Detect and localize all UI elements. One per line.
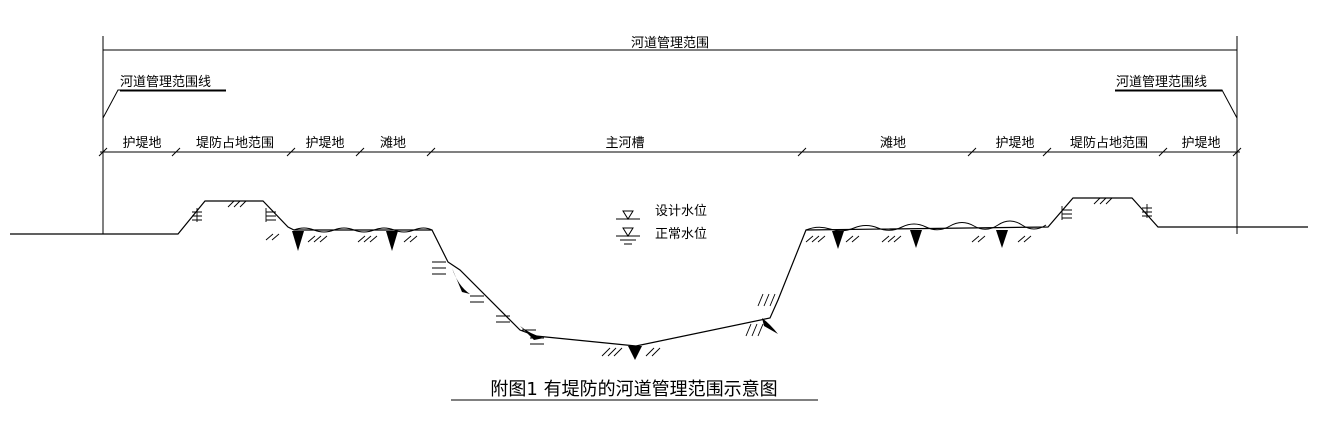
caption-text: 附图1 有堤防的河道管理范围示意图 xyxy=(490,379,777,400)
zone-label-left-berm-inner: 护堤地 xyxy=(305,136,344,151)
water-level-design: 设计水位 xyxy=(616,204,707,220)
water-level-normal: 正常水位 xyxy=(616,227,707,245)
boundary-right-label: 河道管理范围线 xyxy=(1116,75,1207,90)
water-level-design-label: 设计水位 xyxy=(655,204,707,219)
zone-label-right-berm-inner: 护堤地 xyxy=(995,136,1034,151)
zone-label-main-channel: 主河槽 xyxy=(605,136,644,151)
top-span-dimension: 河道管理范围 xyxy=(102,36,1238,234)
zone-dimension-line: 护堤地 堤防占地范围 护堤地 滩地 主河槽 滩地 护堤地 堤防占地范围 护堤地 xyxy=(98,135,1242,157)
river-cross-section xyxy=(10,197,1308,347)
zone-ticks xyxy=(98,147,1242,157)
zone-label-right-floodplain: 滩地 xyxy=(880,136,906,151)
zone-label-right-berm-outer: 护堤地 xyxy=(1181,136,1220,151)
boundary-left-label: 河道管理范围线 xyxy=(120,75,211,90)
top-span-label: 河道管理范围 xyxy=(631,36,709,51)
boundary-left: 河道管理范围线 xyxy=(102,75,226,119)
slope-hatching xyxy=(192,197,1152,360)
boundary-right: 河道管理范围线 xyxy=(1115,75,1238,119)
caption: 附图1 有堤防的河道管理范围示意图 xyxy=(451,379,818,401)
zone-label-left-berm-outer: 护堤地 xyxy=(122,136,161,151)
zone-label-left-dike-footprint: 堤防占地范围 xyxy=(196,135,274,151)
water-level-normal-label: 正常水位 xyxy=(655,227,707,242)
zone-label-right-dike-footprint: 堤防占地范围 xyxy=(1070,135,1148,151)
zone-label-left-floodplain: 滩地 xyxy=(380,136,406,151)
